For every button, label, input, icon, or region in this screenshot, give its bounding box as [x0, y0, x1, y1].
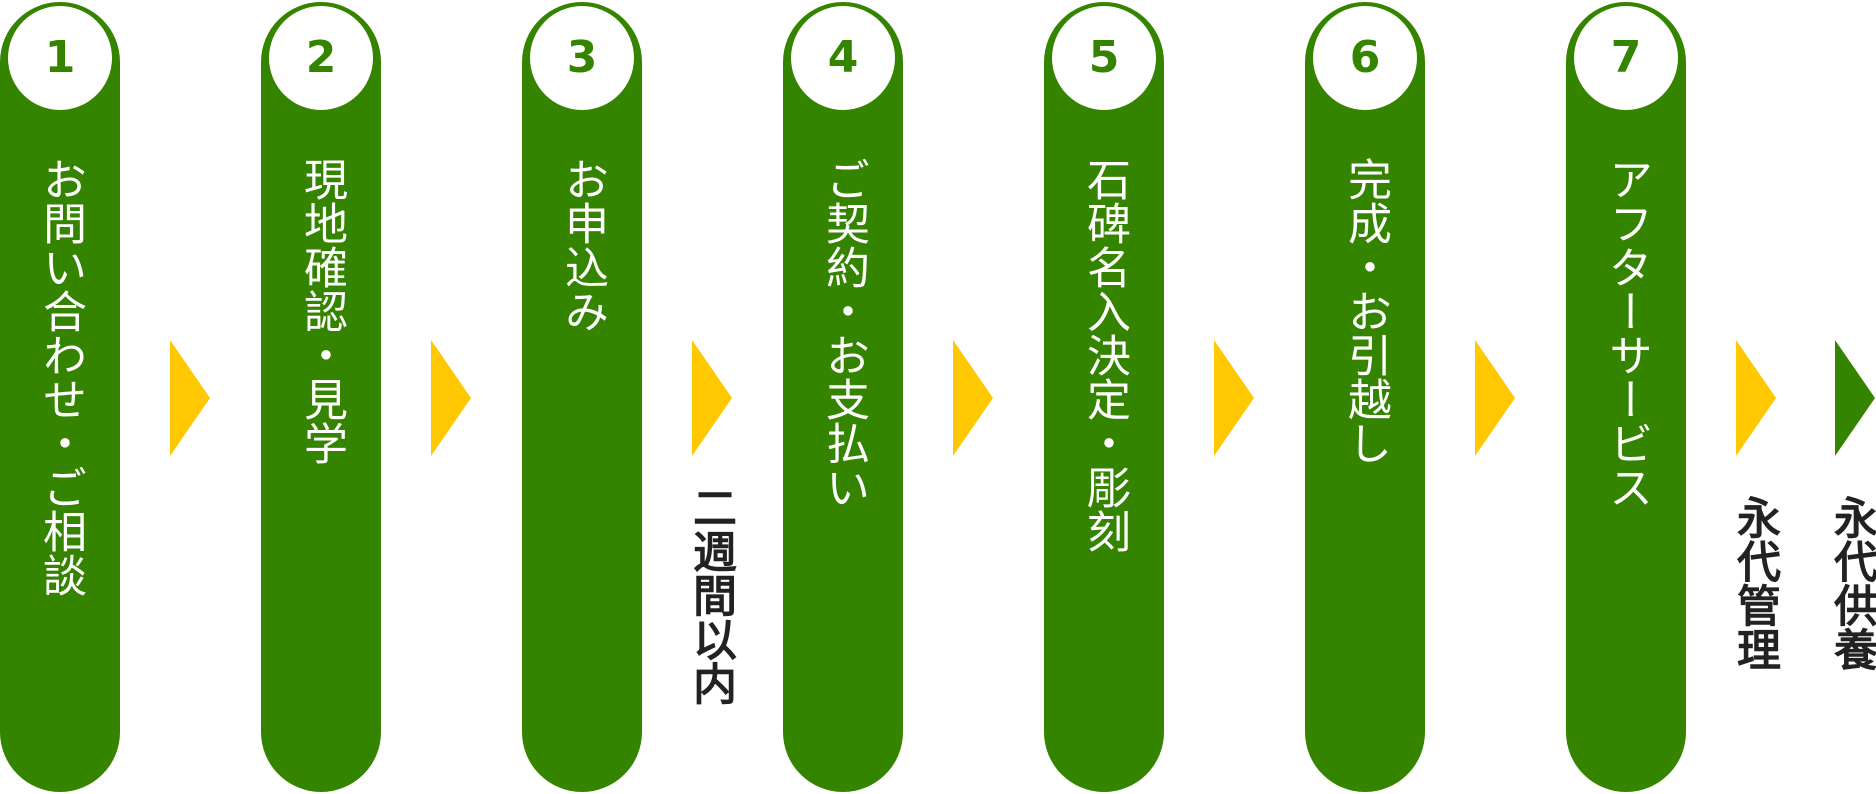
step-7: 7 アフターサービス	[1566, 2, 1686, 792]
arrow-right-icon	[1736, 340, 1776, 456]
step-label-7: アフターサービス	[1601, 157, 1652, 509]
step-number-6: 6	[1313, 6, 1417, 110]
step-label-4: ご契約・お支払い	[818, 157, 869, 509]
step-number-4: 4	[791, 6, 895, 110]
step-label-1: お問い合わせ・ご相談	[35, 157, 86, 597]
step-3: 3 お申込み	[522, 2, 642, 792]
step-number-1: 1	[8, 6, 112, 110]
step-number-7: 7	[1574, 6, 1678, 110]
step-label-2: 現地確認・見学	[296, 157, 347, 465]
step-number-3: 3	[530, 6, 634, 110]
step-number-5: 5	[1052, 6, 1156, 110]
step-5: 5 石碑名入決定・彫刻	[1044, 2, 1164, 792]
step-number-2: 2	[269, 6, 373, 110]
note-two-weeks: 二週間以内	[685, 485, 736, 705]
arrow-right-icon	[1475, 340, 1515, 456]
arrow-right-icon	[953, 340, 993, 456]
step-label-5: 石碑名入決定・彫刻	[1079, 157, 1130, 553]
step-6: 6 完成・お引越し	[1305, 2, 1425, 792]
arrow-right-icon	[1214, 340, 1254, 456]
arrow-right-icon	[431, 340, 471, 456]
arrow-right-icon	[692, 340, 732, 456]
step-2: 2 現地確認・見学	[261, 2, 381, 792]
step-1: 1 お問い合わせ・ご相談	[0, 2, 120, 792]
note-perpetual-management: 永代管理	[1729, 495, 1780, 671]
step-label-6: 完成・お引越し	[1340, 157, 1391, 465]
arrow-right-final-icon	[1835, 340, 1875, 456]
step-4: 4 ご契約・お支払い	[783, 2, 903, 792]
step-label-3: お申込み	[557, 157, 608, 333]
note-perpetual-memorial: 永代供養	[1826, 495, 1876, 671]
arrow-right-icon	[170, 340, 210, 456]
